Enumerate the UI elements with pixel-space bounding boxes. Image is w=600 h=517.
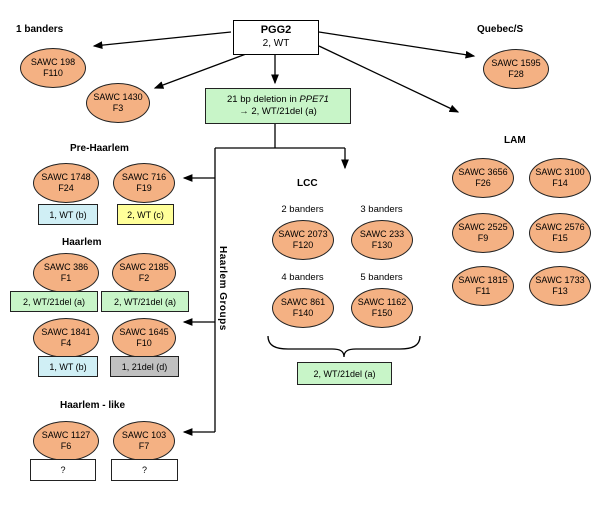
group-label-haarlem: Haarlem <box>62 237 102 248</box>
strain-ellipse: SAWC 1841 F4 <box>33 318 99 358</box>
strain-id: SAWC 1595 <box>491 58 541 69</box>
strain-f: F130 <box>371 240 393 250</box>
strain-id: SAWC 3656 <box>458 167 508 178</box>
group-label-lcc: LCC <box>297 178 318 189</box>
strain-ellipse: SAWC 1162 F150 <box>351 288 413 328</box>
strain-id: SAWC 2185 <box>119 262 169 273</box>
genotype-tag-unknown: ? <box>30 459 96 481</box>
arrow-root-to-quebec <box>318 31 476 59</box>
strain-id: SAWC 198 <box>30 57 76 68</box>
strain-ellipse: SAWC 3656 F26 <box>452 158 514 198</box>
genotype-tag-unknown: ? <box>111 459 178 481</box>
strain-f: F110 <box>43 68 63 78</box>
strain-ellipse: SAWC 1733 F13 <box>529 266 591 306</box>
group-label-lam: LAM <box>504 135 526 146</box>
strain-f: F28 <box>508 69 524 79</box>
strain-id: SAWC 1815 <box>458 275 508 286</box>
deletion-annotation-box: 21 bp deletion in PPE71 → 2, WT/21del (a… <box>205 88 351 124</box>
strain-f: F3 <box>112 103 124 113</box>
group-label-1banders: 1 banders <box>16 24 64 35</box>
strain-f: F6 <box>60 441 72 451</box>
strain-ellipse: SAWC 3100 F14 <box>529 158 591 198</box>
strain-ellipse: SAWC 2576 F15 <box>529 213 591 253</box>
arrow-root-to-sawc1430 <box>153 53 247 89</box>
strain-id: SAWC 1127 <box>41 430 91 441</box>
banders-sublabel: 2 banders <box>281 204 324 215</box>
strain-id: SAWC 2576 <box>535 222 585 233</box>
strain-f: F26 <box>475 178 491 188</box>
genotype-tag: 2, WT/21del (a) <box>101 291 189 312</box>
strain-ellipse: SAWC 861 F140 <box>272 288 334 328</box>
strain-f: F13 <box>552 286 568 296</box>
strain-ellipse: SAWC 103 F7 <box>113 421 175 461</box>
strain-f: F9 <box>477 233 489 243</box>
strain-ellipse: SAWC 1430 F3 <box>86 83 150 123</box>
strain-id: SAWC 1733 <box>535 275 585 286</box>
deletion-text: 21 bp deletion in <box>227 93 297 105</box>
strain-id: SAWC 2073 <box>278 229 328 240</box>
root-node-pgg2: PGG2 2, WT <box>233 20 319 55</box>
strain-id: SAWC 716 <box>121 172 167 183</box>
genotype-tag: 1, WT (b) <box>38 356 98 377</box>
strain-id: SAWC 3100 <box>535 167 585 178</box>
strain-ellipse: SAWC 2525 F9 <box>452 213 514 253</box>
banders-sublabel: 4 banders <box>281 272 324 283</box>
deletion-result: → 2, WT/21del (a) <box>239 106 317 117</box>
strain-ellipse: SAWC 1815 F11 <box>452 266 514 306</box>
strain-ellipse: SAWC 716 F19 <box>113 163 175 203</box>
strain-f: F10 <box>136 338 152 348</box>
strain-ellipse: SAWC 1645 F10 <box>112 318 176 358</box>
genotype-tag: 1, WT (b) <box>38 204 98 225</box>
strain-f: F7 <box>138 441 150 451</box>
strain-f: F150 <box>371 308 393 318</box>
strain-ellipse: SAWC 2185 F2 <box>112 253 176 293</box>
strain-ellipse: SAWC 233 F130 <box>351 220 413 260</box>
banders-sublabel: 5 banders <box>360 272 403 283</box>
strain-id: SAWC 1430 <box>93 92 143 103</box>
strain-id: SAWC 1841 <box>41 327 91 338</box>
strain-id: SAWC 861 <box>280 297 326 308</box>
genotype-tag: 2, WT/21del (a) <box>10 291 98 312</box>
strain-id: SAWC 233 <box>359 229 405 240</box>
group-label-haarlem-like: Haarlem - like <box>60 400 126 411</box>
strain-id: SAWC 1645 <box>119 327 169 338</box>
genotype-tag: 2, WT (c) <box>117 204 174 225</box>
strain-ellipse: SAWC 1595 F28 <box>483 49 549 89</box>
strain-id: SAWC 1162 <box>357 297 407 308</box>
strain-id: SAWC 1748 <box>41 172 91 183</box>
strain-f: F14 <box>552 178 568 188</box>
strain-f: F24 <box>58 183 74 193</box>
root-title: PGG2 <box>260 24 292 37</box>
group-label-quebec: Quebec/S <box>477 24 524 35</box>
strain-f: F120 <box>292 240 314 250</box>
banders-sublabel: 3 banders <box>360 204 403 215</box>
strain-ellipse: SAWC 386 F1 <box>33 253 99 293</box>
strain-f: F2 <box>138 273 150 283</box>
root-genotype: 2, WT <box>262 38 290 50</box>
group-label-pre-haarlem: Pre-Haarlem <box>70 143 129 154</box>
strain-f: F4 <box>60 338 72 348</box>
deletion-gene: PPE71 <box>299 93 329 105</box>
strain-ellipse: SAWC 198 F110 <box>20 48 86 88</box>
strain-f: F140 <box>292 308 314 318</box>
strain-ellipse: SAWC 2073 F120 <box>272 220 334 260</box>
strain-f: F15 <box>552 233 568 243</box>
genotype-tag: 1, 21del (d) <box>110 356 179 377</box>
strain-f: F11 <box>475 286 491 296</box>
strain-ellipse: SAWC 1127 F6 <box>33 421 99 461</box>
strain-f: F1 <box>60 273 72 283</box>
strain-id: SAWC 2525 <box>458 222 508 233</box>
haarlem-groups-axis-label: Haarlem Groups <box>217 246 228 331</box>
lcc-curly-brace <box>267 335 421 358</box>
genotype-tag: 2, WT/21del (a) <box>297 362 392 385</box>
strain-id: SAWC 103 <box>121 430 167 441</box>
strain-ellipse: SAWC 1748 F24 <box>33 163 99 203</box>
arrow-root-to-1banders <box>92 31 232 50</box>
strain-f: F19 <box>136 183 152 193</box>
strain-id: SAWC 386 <box>43 262 89 273</box>
